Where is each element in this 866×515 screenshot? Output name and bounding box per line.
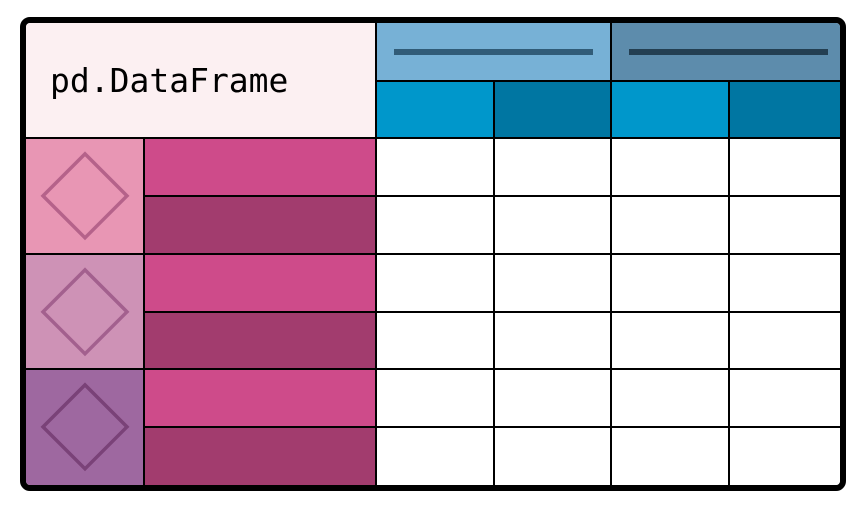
index-inner-level (144, 369, 376, 428)
index-outer-level (26, 138, 144, 254)
grid-line (144, 310, 840, 313)
data-cell (611, 369, 729, 428)
title-cell: pd.DataFrame (26, 23, 376, 138)
grid-line (492, 81, 495, 485)
data-cell (728, 311, 840, 370)
grid-line (376, 80, 840, 82)
data-cell (493, 253, 611, 312)
data-cell (493, 138, 611, 196)
data-cell (611, 253, 729, 312)
data-cell (493, 195, 611, 254)
index-inner-level (144, 253, 376, 312)
index-inner-level (144, 427, 376, 485)
data-cell (376, 427, 494, 485)
data-cell (376, 138, 494, 196)
column-header (376, 81, 494, 138)
index-outer-level (26, 253, 144, 370)
data-cell (728, 195, 840, 254)
data-cell (376, 195, 494, 254)
dataframe-title: pd.DataFrame (50, 61, 289, 100)
data-cell (611, 195, 729, 254)
data-cell (728, 369, 840, 428)
column-group-name-bar (394, 49, 593, 55)
column-group-name-bar (629, 49, 828, 55)
index-level-diamond-icon (40, 382, 130, 472)
grid-line (26, 252, 840, 255)
column-header (728, 81, 840, 138)
index-level-diamond-icon (40, 267, 130, 356)
index-level-diamond-icon (40, 151, 130, 241)
data-cell (728, 253, 840, 312)
grid-line (26, 137, 840, 139)
grid-line (144, 194, 840, 197)
grid-line (143, 138, 145, 485)
grid-line (727, 81, 730, 485)
data-cell (611, 311, 729, 370)
data-cell (611, 138, 729, 196)
data-cell (493, 311, 611, 370)
data-cell (493, 369, 611, 428)
index-inner-level (144, 311, 376, 370)
grid-line (610, 23, 612, 485)
column-header (493, 81, 611, 138)
data-cell (376, 311, 494, 370)
grid-line (375, 23, 377, 485)
data-cell (611, 427, 729, 485)
grid-line (144, 426, 840, 429)
dataframe-diagram: pd.DataFrame (20, 17, 846, 491)
grid-line (26, 368, 840, 371)
data-cell (493, 427, 611, 485)
column-group-header (611, 23, 840, 81)
data-cell (728, 138, 840, 196)
index-inner-level (144, 195, 376, 254)
column-group-header (376, 23, 611, 81)
data-cell (728, 427, 840, 485)
index-inner-level (144, 138, 376, 196)
data-cell (376, 369, 494, 428)
index-outer-level (26, 369, 144, 485)
data-cell (376, 253, 494, 312)
column-header (611, 81, 729, 138)
